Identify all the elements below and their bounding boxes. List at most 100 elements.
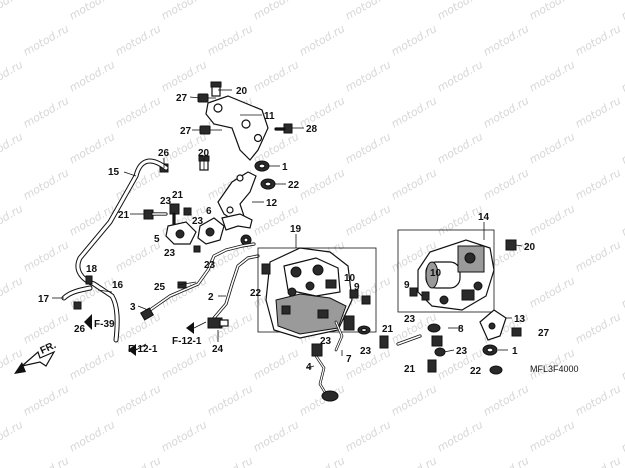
watermark-text: motod.ru	[0, 130, 25, 167]
watermark-text: motod.ru	[113, 310, 163, 347]
watermark-text: motod.ru	[343, 418, 393, 455]
clip-26-lower	[73, 301, 82, 310]
ref-f12-1-center: F-12-1	[172, 321, 207, 347]
callout-13: 13	[514, 314, 526, 325]
callout-16: 16	[112, 280, 124, 291]
connector-23-mid	[343, 315, 355, 331]
watermark-text: motod.ru	[67, 130, 117, 167]
watermark-text: motod.ru	[343, 0, 393, 23]
watermark-text: motod.ru	[251, 58, 301, 95]
watermark-text: motod.ru	[0, 202, 25, 239]
watermark-text: motod.ru	[159, 58, 209, 95]
watermark-text: motod.ru	[619, 274, 625, 311]
watermark-text: motod.ru	[481, 382, 531, 419]
clip-18	[85, 275, 93, 285]
bolt-21-center	[379, 335, 389, 349]
sensor-4	[321, 390, 339, 402]
watermark-text: motod.ru	[113, 454, 163, 468]
watermark-text: motod.ru	[481, 22, 531, 59]
collar-22-lower	[489, 365, 503, 375]
watermark-text: motod.ru	[21, 166, 71, 203]
watermark-text: motod.ru	[205, 382, 255, 419]
watermark-text: motod.ru	[573, 310, 623, 347]
watermark-text: motod.ru	[21, 22, 71, 59]
callout-23: 23	[192, 216, 204, 227]
callout-7: 7	[346, 354, 352, 365]
watermark-text: motod.ru	[573, 238, 623, 275]
watermark-text: motod.ru	[435, 130, 485, 167]
callout-18: 18	[86, 264, 98, 275]
watermark-text: motod.ru	[67, 418, 117, 455]
watermark-text: motod.ru	[251, 346, 301, 383]
bolt-10-right	[421, 291, 430, 301]
callout-23: 23	[360, 346, 372, 357]
brake-pipes	[139, 242, 260, 329]
watermark-text: motod.ru	[0, 0, 25, 23]
leader-lines	[52, 89, 523, 369]
bolt-27-right	[511, 327, 522, 337]
callout-26: 26	[74, 324, 86, 335]
watermark-text: motod.ru	[527, 418, 577, 455]
watermark-text: motod.ru	[619, 0, 625, 23]
watermark-text: motod.ru	[527, 0, 577, 23]
watermark-text: motod.ru	[297, 94, 347, 131]
watermark-text: motod.ru	[113, 22, 163, 59]
callout-6: 6	[206, 206, 212, 217]
callout-27: 27	[176, 93, 188, 104]
reference-marks: F-39 F-12-1 F-12-1 FR. MFL3F4000	[14, 314, 579, 374]
callout-11: 11	[264, 111, 275, 122]
callout-8: 8	[458, 324, 464, 335]
bracket-11	[205, 95, 269, 161]
bolt-9-left	[349, 289, 359, 299]
callout-10: 10	[430, 268, 442, 279]
callout-17: 17	[38, 294, 50, 305]
clip-23-a	[183, 207, 192, 216]
svg-text:F-39: F-39	[94, 319, 115, 330]
watermark-text: motod.ru	[481, 166, 531, 203]
callout-23: 23	[160, 196, 172, 207]
watermark-text: motod.ru	[205, 454, 255, 468]
bolt-28	[274, 123, 293, 134]
bolt-9-right	[409, 287, 418, 297]
ref-f39: F-39	[84, 314, 115, 330]
watermark-text: motod.ru	[619, 418, 625, 455]
callout-20: 20	[198, 148, 210, 159]
bolt-21-right	[427, 359, 437, 373]
watermark-text: motod.ru	[389, 382, 439, 419]
svg-text:F-12-1: F-12-1	[128, 344, 158, 355]
watermark-text: motod.ru	[0, 418, 25, 455]
watermark-text: motod.ru	[297, 166, 347, 203]
callout-5: 5	[154, 234, 160, 245]
watermark-text: motod.ru	[343, 130, 393, 167]
callout-27: 27	[180, 126, 192, 137]
wheel-sensor-wire	[311, 325, 389, 402]
callout-21: 21	[118, 210, 130, 221]
watermark-text: motod.ru	[113, 94, 163, 131]
watermark-text: motod.ru	[21, 382, 71, 419]
callout-21: 21	[172, 190, 184, 201]
callout-23: 23	[320, 336, 332, 347]
callout-10: 10	[344, 273, 356, 284]
sensor-8	[431, 335, 443, 347]
pipe-fitting-left	[139, 307, 155, 321]
watermark-text: motod.ru	[527, 274, 577, 311]
grommet-23-right-b	[434, 347, 446, 357]
callout-26: 26	[158, 148, 170, 159]
watermark-text: motod.ru	[251, 418, 301, 455]
callout-25: 25	[154, 282, 166, 293]
watermark-text: motod.ru	[619, 202, 625, 239]
watermark-text: motod.ru	[205, 22, 255, 59]
bolt-21-left	[143, 209, 168, 220]
callout-20: 20	[236, 86, 248, 97]
watermark-text: motod.ru	[297, 454, 347, 468]
front-arrow: FR.	[14, 340, 58, 374]
watermark-text: motod.ru	[389, 22, 439, 59]
watermark-text: motod.ru	[481, 454, 531, 468]
watermark-text: motod.ru	[67, 346, 117, 383]
callout-4: 4	[306, 362, 312, 373]
callout-22: 22	[288, 180, 300, 191]
watermark-text: motod.ru	[67, 0, 117, 23]
watermark-text: motod.ru	[527, 130, 577, 167]
callout-3: 3	[130, 302, 136, 313]
